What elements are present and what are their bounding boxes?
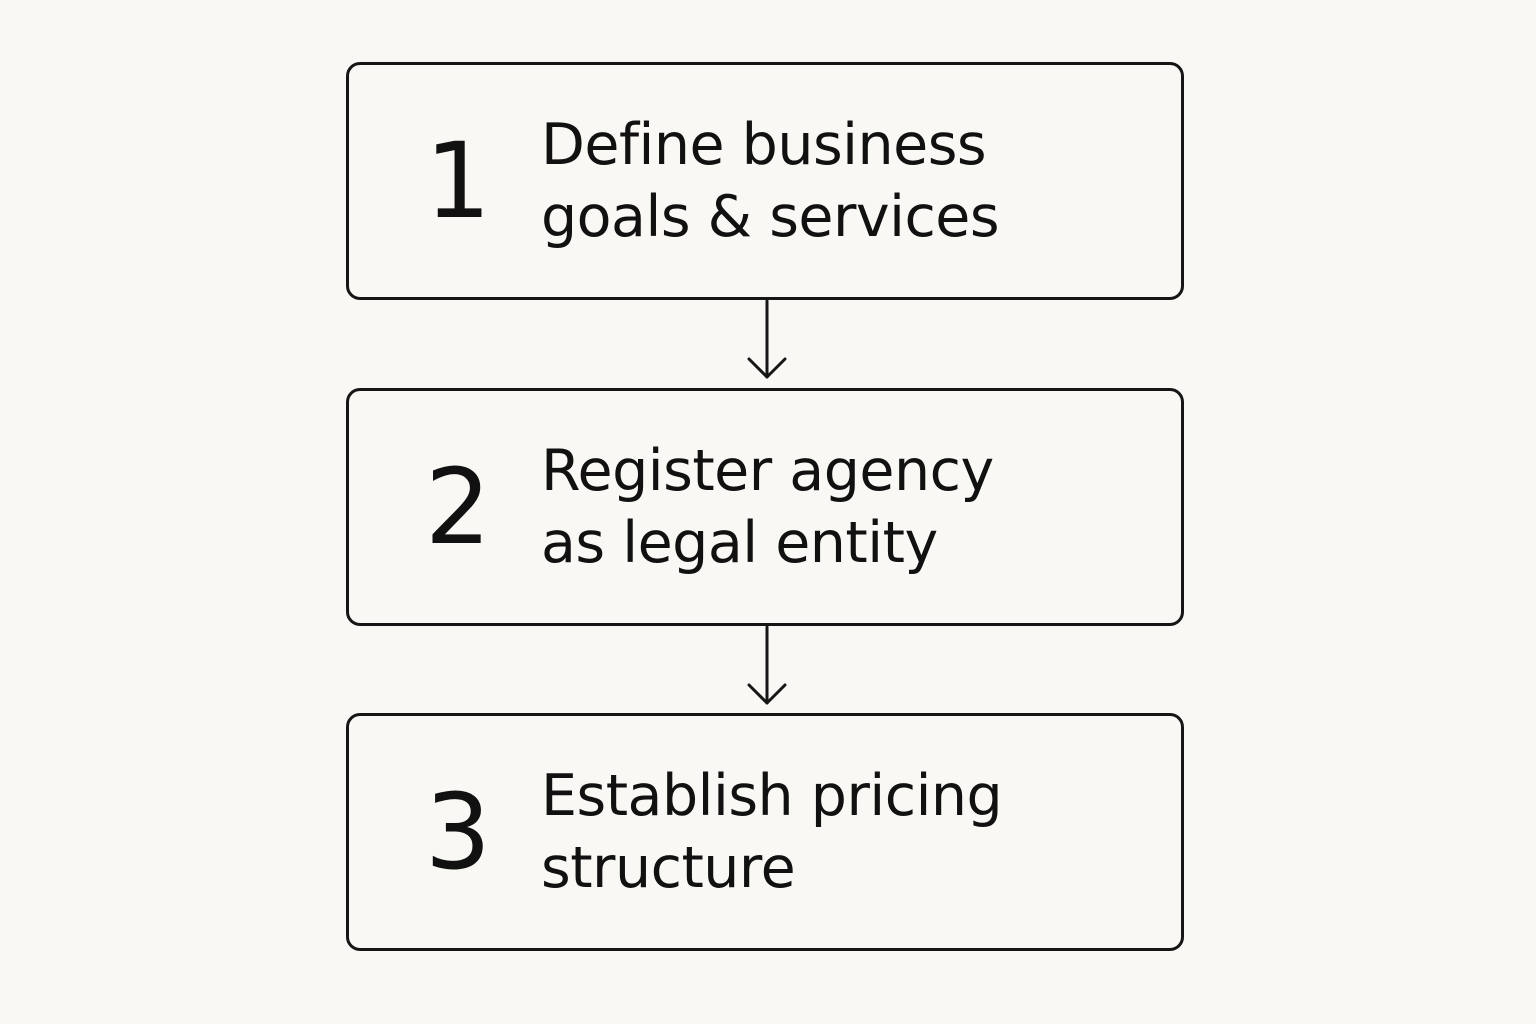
step-box-1: 1 Define business goals & services [346, 62, 1184, 300]
step-label-line: Define business [541, 112, 987, 178]
step-box-3: 3 Establish pricing structure [346, 713, 1184, 951]
arrow-down-icon [745, 299, 789, 385]
step-label-line: goals & services [541, 184, 1000, 250]
step-label: Establish pricing structure [541, 760, 1161, 904]
step-label-line: as legal entity [541, 510, 938, 576]
step-label: Register agency as legal entity [541, 435, 1161, 579]
step-label: Define business goals & services [541, 109, 1161, 253]
step-number: 1 [424, 120, 491, 242]
arrow-down-icon [745, 625, 789, 711]
step-number: 2 [424, 446, 491, 568]
step-label-line: structure [541, 835, 796, 901]
step-label-line: Establish pricing [541, 763, 1003, 829]
step-box-2: 2 Register agency as legal entity [346, 388, 1184, 626]
step-number: 3 [424, 771, 491, 893]
step-label-line: Register agency [541, 438, 994, 504]
